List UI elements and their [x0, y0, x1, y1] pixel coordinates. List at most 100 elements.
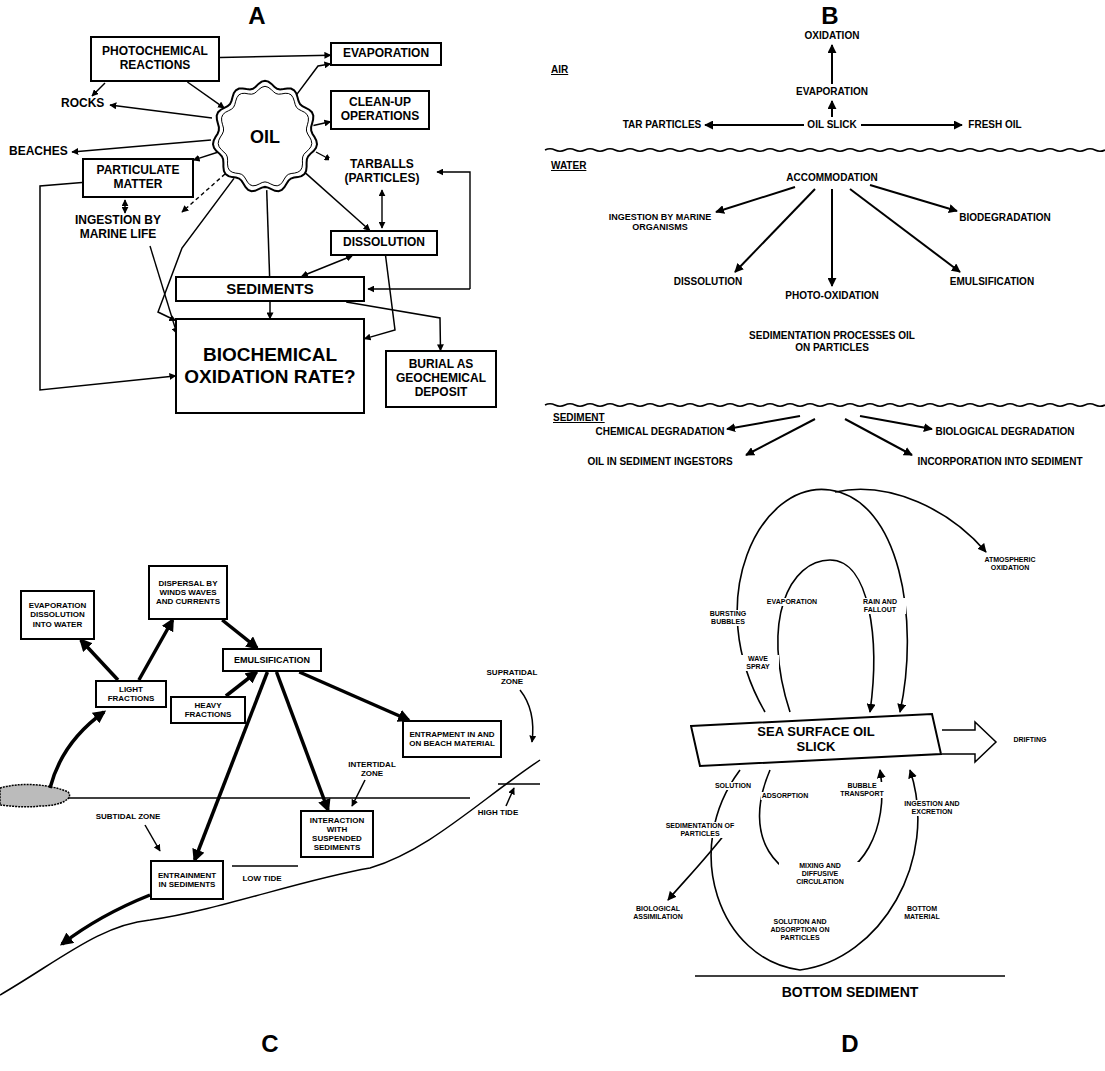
interface-line	[545, 404, 1105, 407]
blob-outline	[213, 81, 317, 192]
text-label: PHOTO-OXIDATION	[784, 290, 880, 302]
process-box: BURIAL AS GEOCHEMICAL DEPOSIT	[385, 350, 497, 408]
connector	[302, 256, 352, 276]
text-label: TARBALLS (PARTICLES)	[329, 158, 435, 186]
node-text: DISSOLUTION	[343, 236, 425, 250]
node-text: OIL	[250, 127, 280, 148]
text-label: BIOLOGICAL ASSIMILATION	[627, 905, 689, 921]
text-label: BUBBLE TRANSPORT	[834, 782, 890, 798]
process-arrow	[735, 189, 815, 272]
node-text: EVAPORATION	[343, 47, 429, 61]
connector	[269, 302, 271, 318]
process-box: HEAVY FRACTIONS	[170, 696, 246, 724]
node-text: SEA SURFACE OIL SLICK	[751, 725, 881, 755]
text-label: WATER	[550, 160, 587, 172]
flow-arrow	[62, 895, 150, 944]
connector	[194, 152, 218, 160]
leader-arrow	[72, 140, 211, 152]
text-label: WAVE SPRAY	[737, 655, 779, 671]
process-arrow	[860, 416, 932, 429]
leader-arrow	[124, 200, 125, 213]
blob-outline	[218, 86, 312, 186]
text-label: INGESTION BY MARINE LIFE	[57, 214, 179, 242]
leader-arrow	[381, 190, 382, 228]
text-label: SUPRATIDAL ZONE	[479, 668, 545, 686]
text-label: DRIFTING	[1012, 736, 1047, 744]
connector	[313, 122, 330, 126]
low-tide-line	[232, 865, 298, 867]
sea-surface	[0, 797, 470, 799]
connector	[187, 82, 223, 108]
process-arrow	[870, 185, 957, 211]
node-text: BIOCHEMICAL OXIDATION RATE?	[181, 344, 359, 388]
process-arrow	[716, 187, 795, 212]
panel-letter: B	[820, 2, 839, 30]
high-tide-line	[498, 783, 540, 785]
node-text: ENTRAINMENT IN SEDIMENTS	[156, 871, 218, 889]
node-text: PHOTOCHEMICAL REACTIONS	[96, 45, 214, 73]
node-text: BURIAL AS GEOCHEMICAL DEPOSIT	[391, 358, 491, 399]
text-label: HIGH TIDE	[477, 808, 519, 817]
process-arrow	[861, 124, 962, 126]
text-label: SEDIMENT	[552, 412, 606, 424]
flow-arrow	[299, 672, 408, 720]
connector	[365, 256, 395, 339]
text-label: OXIDATION	[804, 30, 861, 42]
leader-arrow	[92, 83, 105, 96]
text-label: BEACHES	[8, 145, 69, 159]
node-text: SEDIMENTS	[226, 280, 314, 297]
leader-arrow	[520, 690, 533, 742]
cycle-arrow	[668, 830, 728, 900]
text-label: TAR PARTICLES	[622, 119, 703, 131]
leader-arrow	[110, 105, 212, 118]
process-box: INTERACTION WITH SUSPENDED SEDIMENTS	[300, 810, 374, 858]
text-label: BOTTOM MATERIAL	[896, 905, 948, 921]
node-text: INTERACTION WITH SUSPENDED SEDIMENTS	[306, 816, 368, 853]
text-label: OIL SLICK	[806, 119, 857, 131]
process-box: LIGHT FRACTIONS	[95, 680, 167, 708]
panel-letter: A	[247, 2, 266, 30]
text-label: ADSORPTION	[761, 792, 810, 800]
cycle-loop	[737, 489, 907, 712]
text-label: RAIN AND FALLOUT	[854, 598, 906, 614]
connector	[267, 190, 270, 276]
connector	[220, 55, 330, 57]
node-text: EMULSIFICATION	[234, 655, 310, 665]
text-label: FRESH OIL	[967, 119, 1022, 131]
process-box: EVAPORATION	[330, 42, 442, 66]
flow-arrow	[81, 640, 118, 680]
sea-bed	[695, 975, 1005, 977]
text-label: SUBTIDAL ZONE	[95, 812, 162, 821]
oil-blob: OIL	[210, 78, 320, 196]
flow-arrow	[277, 672, 329, 810]
text-label: INCORPORATION INTO SEDIMENT	[916, 456, 1083, 468]
cycle-arrow	[835, 489, 986, 552]
node-text: LIGHT FRACTIONS	[101, 685, 161, 703]
text-label: EVAPORATION	[795, 86, 869, 98]
flow-arrow	[50, 712, 104, 788]
process-box: ENTRAINMENT IN SEDIMENTS	[150, 860, 224, 900]
flow-arrow	[139, 620, 173, 680]
text-label: BIOLOGICAL DEGRADATION	[934, 426, 1075, 438]
connector	[296, 64, 330, 96]
process-box: PHOTOCHEMICAL REACTIONS	[90, 36, 220, 82]
process-box: CLEAN-UP OPERATIONS	[330, 90, 430, 130]
band-outline	[691, 714, 941, 766]
flow-arrow	[226, 672, 257, 696]
text-label: INTERTIDAL ZONE	[341, 760, 403, 778]
text-label: BOTTOM SEDIMENT	[781, 984, 920, 1000]
process-arrow	[727, 416, 800, 429]
panel-letter: D	[840, 1030, 859, 1058]
node-text: EVAPORATION DISSOLUTION INTO WATER	[26, 601, 89, 629]
process-box: BIOCHEMICAL OXIDATION RATE?	[175, 318, 365, 414]
process-arrow	[705, 124, 804, 126]
leader-arrow	[352, 780, 365, 806]
node-text: DISPERSAL BY WINDS WAVES AND CURRENTS	[154, 579, 222, 607]
process-box: EVAPORATION DISSOLUTION INTO WATER	[20, 590, 95, 640]
process-box: ENTRAPMENT IN AND ON BEACH MATERIAL	[402, 720, 502, 758]
text-label: SOLUTION	[714, 782, 752, 790]
text-label: ATMOSPHERIC OXIDATION	[974, 556, 1046, 572]
cycle-loop	[711, 770, 918, 970]
text-label: BIODEGRADATION	[958, 212, 1051, 224]
